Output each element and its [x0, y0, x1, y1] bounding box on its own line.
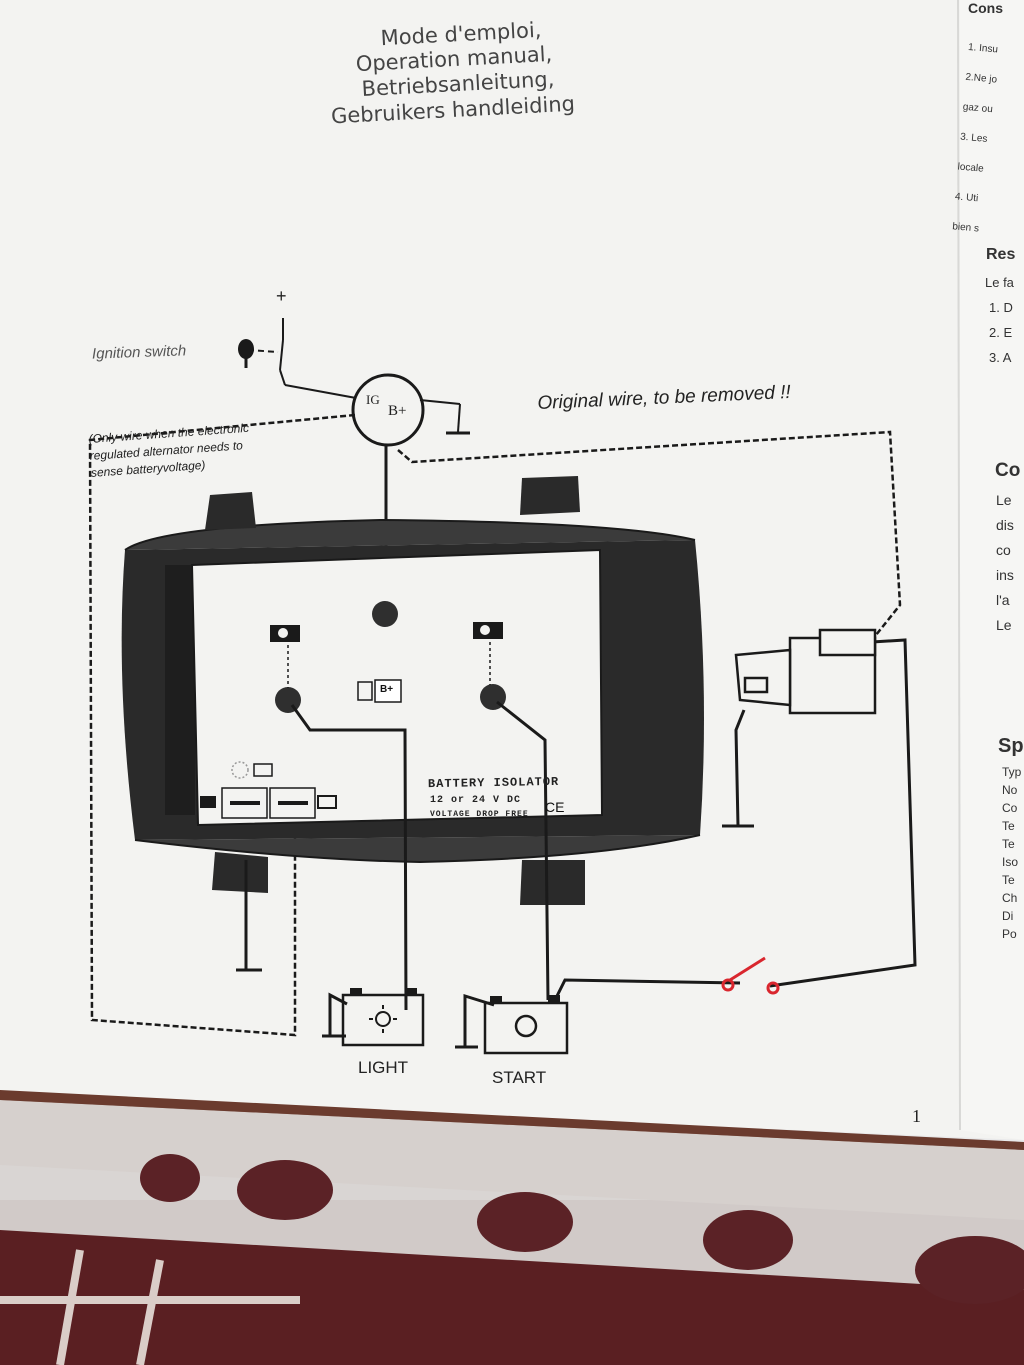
section3-line: co [996, 542, 1011, 558]
alternator-ig-label: IG [366, 392, 380, 407]
alternator-bplus-label: B+ [388, 403, 407, 419]
section1-line: bien s [951, 221, 980, 235]
section2-heading: Res [986, 246, 1016, 263]
page-number: 1 [912, 1106, 921, 1126]
section1-line: gaz ou [962, 101, 994, 116]
section1-line: 3. Les [959, 131, 988, 145]
section3-line: ins [996, 567, 1014, 583]
section4-line: Te [1002, 837, 1015, 851]
section3-line: Le [996, 492, 1012, 508]
ignition-switch-label: Ignition switch [91, 342, 187, 363]
light-battery-label: LIGHT [358, 1058, 409, 1077]
section3-heading: Co [995, 460, 1021, 481]
section3-line: dis [996, 517, 1014, 533]
section4-line: Te [1002, 819, 1015, 833]
section4-line: Ch [1002, 891, 1018, 905]
start-battery-label: START [492, 1068, 547, 1087]
section3-line: l'a [996, 592, 1010, 608]
section1-heading: Cons [968, 0, 1003, 16]
section4-line: Te [1002, 873, 1015, 887]
section2-line: 1. D [989, 300, 1013, 315]
isolator-voltage: 12 or 24 V DC [430, 795, 522, 806]
section1-line: 1. Insu [967, 41, 999, 56]
section2-lines: Le fa 1. D 2. E 3. A [985, 270, 1014, 370]
section1-line: locale [957, 161, 985, 175]
isolator-title: BATTERY ISOLATOR [427, 774, 560, 792]
section3-line: Le [996, 617, 1012, 633]
isolator-subtitle: VOLTAGE DROP FREE [430, 810, 529, 819]
bplus-terminal-label: B+ [380, 684, 394, 695]
section1-line: 2.Ne jo [964, 71, 998, 86]
section4-line: No [1002, 783, 1018, 797]
section4-line: Co [1002, 801, 1018, 815]
section3-lines: Le dis co ins l'a Le [996, 488, 1014, 638]
section4-line: Po [1002, 927, 1017, 941]
section4-line: Di [1002, 909, 1014, 923]
section1-line: 4. Uti [954, 191, 979, 205]
section4-heading: Sp [998, 735, 1024, 757]
section2-line: 3. A [989, 350, 1012, 365]
section4-line: Typ [1002, 765, 1022, 779]
ignition-plus-sign: + [276, 286, 287, 306]
section2-line: 2. E [989, 325, 1013, 340]
section4-lines: Typ No Co Te Te Iso Te Ch Di Po [1002, 763, 1021, 943]
section2-line: Le fa [985, 275, 1014, 290]
section4-line: Iso [1002, 855, 1019, 869]
ce-mark: CE [545, 799, 565, 815]
